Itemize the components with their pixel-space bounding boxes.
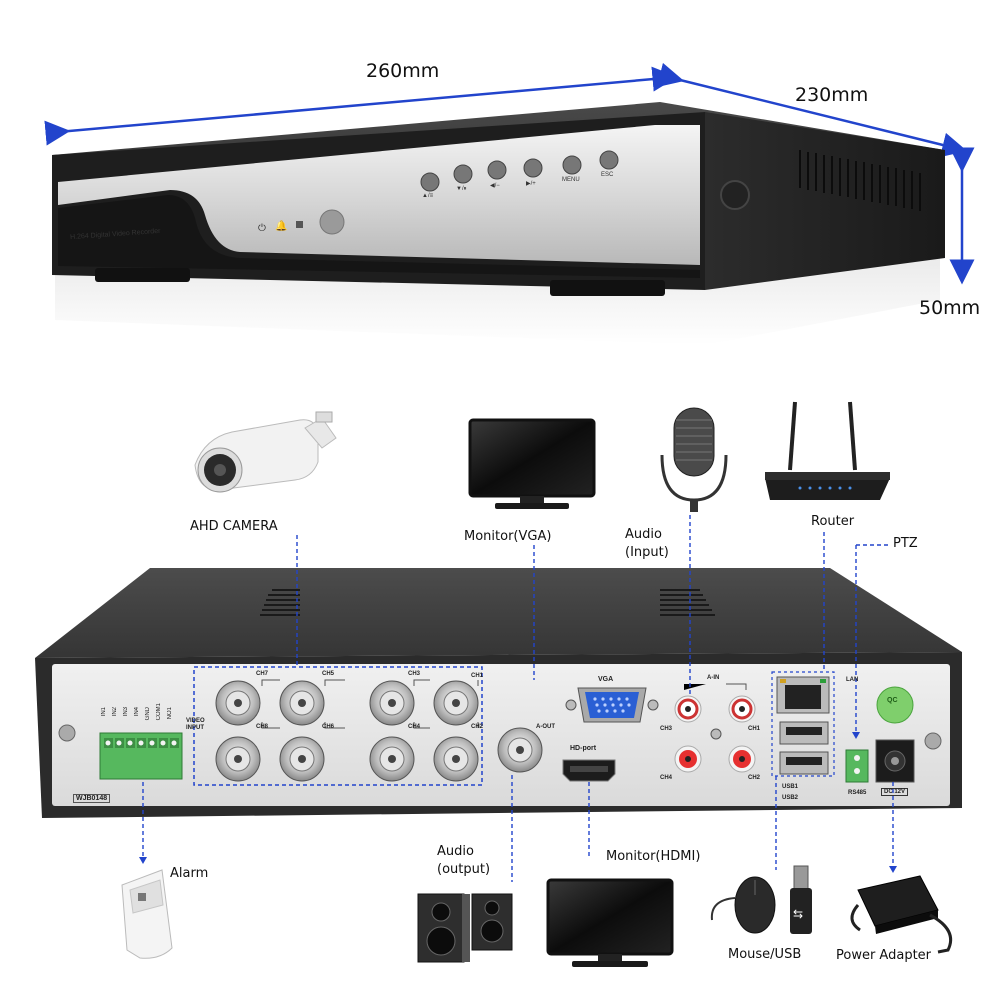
vga-label: VGA <box>598 676 614 683</box>
esc-button-label: ESC <box>601 172 614 178</box>
ch8-label: CH8 <box>256 724 269 730</box>
alarm-pin-com1: COM1 <box>156 703 162 721</box>
alarm-sensor-icon <box>121 869 173 959</box>
menu-button-label: MENU <box>562 177 580 183</box>
power-adapter-label: Power Adapter <box>836 948 932 963</box>
alarm-pin-in1: IN1 <box>101 707 107 717</box>
audio-ch4-label: CH4 <box>660 775 673 781</box>
alarm-pin-gnd: GND <box>145 707 151 721</box>
left-button-label: ◀/− <box>490 183 500 189</box>
bnc-connectors <box>215 680 543 782</box>
alarm-pin-no1: NO1 <box>167 707 173 720</box>
audio-ch1-label: CH1 <box>748 726 761 732</box>
ch2-label: CH2 <box>471 724 484 730</box>
router-icon <box>765 401 890 500</box>
dc-12v-label: DC 12V <box>881 788 909 796</box>
ch1-label: CH1 <box>471 673 484 679</box>
mouse-usb-icon: ⇆ <box>710 865 812 934</box>
rs485-label: RS485 <box>848 790 867 796</box>
front-view-illustration: ⏻ 🔔 <box>44 62 975 345</box>
width-dimension-arrow <box>44 66 678 146</box>
mouse-usb-label: Mouse/USB <box>728 947 802 962</box>
ch7-label: CH7 <box>256 671 269 677</box>
depth-dimension-arrow <box>656 62 968 158</box>
audio-input-label-line1: Audio <box>625 527 662 542</box>
width-label: 260mm <box>366 60 440 82</box>
monitor-hdmi-label: Monitor(HDMI) <box>606 849 701 864</box>
ch5-label: CH5 <box>322 671 335 677</box>
ch4-label: CH4 <box>408 724 421 730</box>
lan-label: LAN <box>846 677 859 683</box>
alarm-label: Alarm <box>170 866 209 881</box>
ch3-label: CH3 <box>408 671 421 677</box>
a-in-label: A-IN <box>707 675 720 681</box>
ahd-camera-label: AHD CAMERA <box>190 519 278 534</box>
microphone-icon <box>660 407 728 512</box>
speakers-icon <box>417 893 513 963</box>
audio-ch2-label: CH2 <box>748 775 761 781</box>
rear-view-illustration: ⇆ <box>35 401 962 967</box>
usb1-label: USB1 <box>782 784 799 790</box>
alarm-pin-in3: IN3 <box>123 707 129 717</box>
ir-receiver <box>319 209 345 235</box>
front-buttons <box>420 150 619 192</box>
alarm-indicator-icon: 🔔 <box>275 220 287 232</box>
down-button-label: ▼/⏸ <box>456 186 467 192</box>
monitor-vga-icon <box>468 418 596 509</box>
ahd-camera-icon <box>194 411 337 493</box>
audio-output-label-line1: Audio <box>437 844 474 859</box>
a-out-label: A-OUT <box>536 724 555 730</box>
audio-input-label-line2: (Input) <box>625 545 669 560</box>
router-label: Router <box>811 514 855 529</box>
right-button-label: ▶/+ <box>526 181 536 187</box>
height-label: 50mm <box>919 297 981 319</box>
power-adapter-icon <box>850 875 953 954</box>
depth-label: 230mm <box>795 84 869 106</box>
qc-sticker-label: QC <box>887 697 898 704</box>
audio-ch3-label: CH3 <box>660 726 673 732</box>
monitor-vga-label: Monitor(VGA) <box>464 529 552 544</box>
ptz-label: PTZ <box>893 536 918 551</box>
video-input-label: VIDEO INPUT <box>186 718 205 731</box>
model-tag: WJB0148 <box>73 794 111 803</box>
svg-text:⇆: ⇆ <box>793 907 803 921</box>
monitor-hdmi-icon <box>546 878 674 967</box>
ch6-label: CH6 <box>322 724 335 730</box>
alarm-pin-in2: IN2 <box>112 707 118 717</box>
hdd-indicator-icon <box>296 221 303 228</box>
hd-port-label: HD-port <box>570 745 597 752</box>
usb2-label: USB2 <box>782 795 799 801</box>
up-button-label: ▲/≡ <box>422 193 434 199</box>
audio-output-label-line2: (output) <box>437 862 491 877</box>
alarm-pin-in4: IN4 <box>134 707 140 717</box>
power-indicator-icon: ⏻ <box>258 223 266 234</box>
connection-guide-lines <box>142 515 894 882</box>
